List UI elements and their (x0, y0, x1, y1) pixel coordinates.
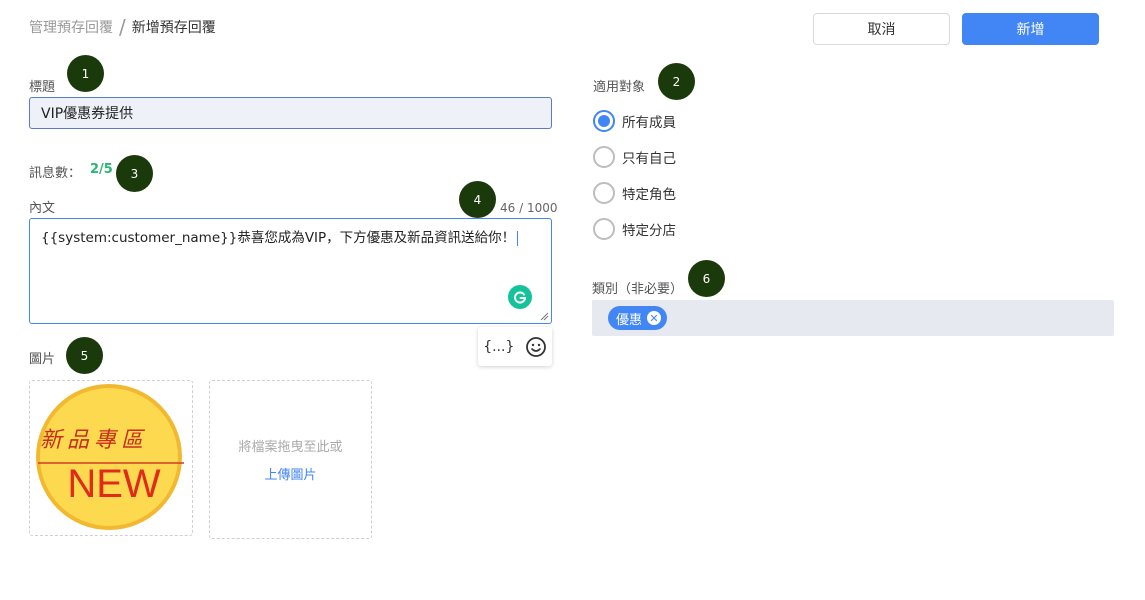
category-tag-input[interactable]: 優惠 ✕ (592, 300, 1114, 336)
char-counter: 46 / 1000 (500, 201, 558, 215)
radio-unchecked-icon (593, 146, 615, 168)
title-label: 標題 (29, 80, 56, 95)
image-upload-dropzone[interactable]: 將檔案拖曳至此或 上傳圖片 (209, 380, 372, 539)
close-icon[interactable]: ✕ (647, 311, 662, 325)
image-preview[interactable]: 新品專區 NEW (29, 380, 193, 536)
audience-label: 適用對象 (593, 80, 646, 95)
audience-option-specific-branch[interactable]: 特定分店 (593, 218, 676, 240)
content-text: {{system:customer_name}}恭喜您成為VIP，下方優惠及新品… (41, 230, 516, 246)
audience-option-label: 特定角色 (622, 187, 676, 203)
marker-5: 5 (66, 337, 103, 374)
message-count-value: 2/5 (90, 162, 113, 177)
radio-unchecked-icon (593, 182, 615, 204)
category-label: 類別（非必要） (592, 282, 684, 297)
breadcrumb: 管理預存回覆 / 新增預存回覆 (29, 17, 216, 37)
title-input[interactable]: VIP優惠券提供 (29, 97, 552, 129)
radio-unchecked-icon (593, 218, 615, 240)
content-label: 內文 (29, 201, 56, 216)
add-button[interactable]: 新增 (962, 13, 1099, 45)
audience-option-label: 特定分店 (622, 223, 676, 239)
marker-1: 1 (67, 55, 104, 92)
badge-english-text: NEW (67, 462, 161, 506)
upload-hint: 將檔案拖曳至此或 (238, 440, 343, 455)
editor-toolbar: {...} (478, 327, 552, 366)
audience-option-specific-role[interactable]: 特定角色 (593, 182, 676, 204)
radio-checked-icon (593, 110, 615, 132)
resize-handle-icon[interactable] (540, 312, 549, 321)
insert-variable-button[interactable]: {...} (483, 338, 515, 355)
badge-chinese-text: 新品專區 (40, 428, 148, 453)
marker-6: 6 (688, 260, 725, 297)
text-caret (517, 230, 519, 246)
breadcrumb-current: 新增預存回覆 (131, 20, 216, 36)
grammarly-icon[interactable] (508, 285, 532, 309)
breadcrumb-separator: / (119, 15, 126, 39)
category-tag: 優惠 ✕ (608, 306, 668, 330)
breadcrumb-parent-link[interactable]: 管理預存回覆 (29, 20, 113, 36)
upload-image-link[interactable]: 上傳圖片 (264, 468, 317, 483)
marker-2: 2 (658, 63, 695, 100)
new-products-badge-image: 新品專區 NEW (36, 384, 184, 530)
audience-option-only-self[interactable]: 只有自己 (593, 146, 676, 168)
message-count-label: 訊息數： (29, 166, 82, 181)
content-textarea[interactable]: {{system:customer_name}}恭喜您成為VIP，下方優惠及新品… (29, 218, 552, 324)
images-label: 圖片 (29, 352, 56, 367)
smiley-icon[interactable] (525, 336, 547, 358)
cancel-button[interactable]: 取消 (813, 13, 950, 45)
audience-option-label: 所有成員 (622, 115, 676, 131)
marker-4: 4 (459, 181, 496, 218)
audience-option-all-members[interactable]: 所有成員 (593, 110, 676, 132)
marker-3: 3 (116, 155, 153, 192)
category-tag-label: 優惠 (616, 312, 643, 328)
audience-option-label: 只有自己 (622, 151, 676, 167)
